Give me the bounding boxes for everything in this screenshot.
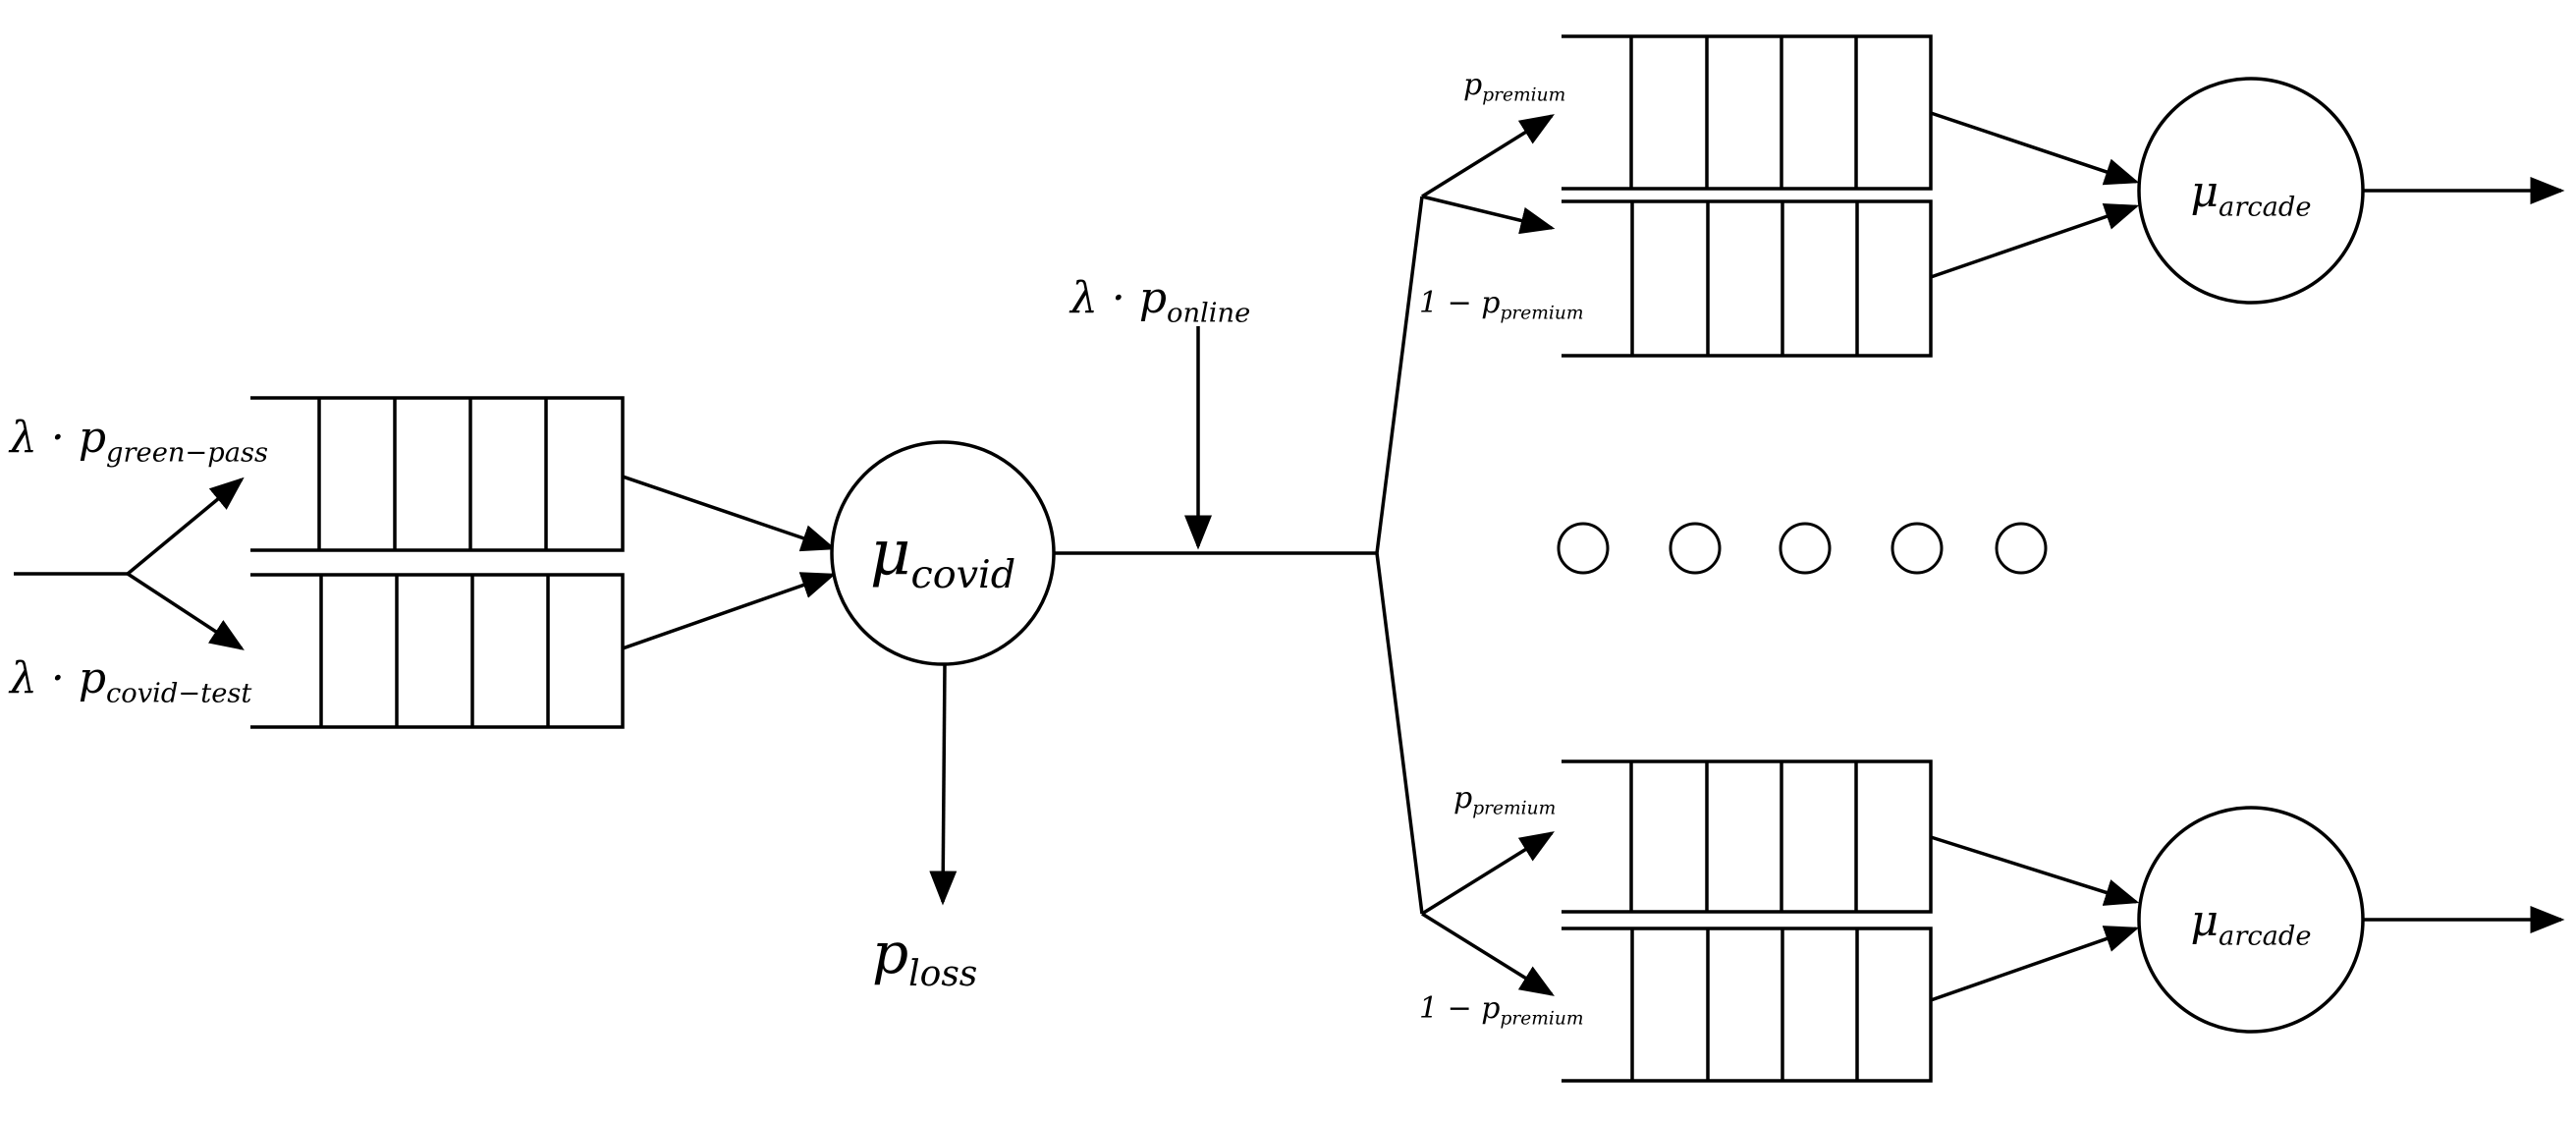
ellipsis-dot [1779,522,1832,575]
branch-top [1375,196,1424,554]
subscript: online [1167,299,1250,329]
subscript: covid [910,552,1015,597]
queue-top-premium [1562,34,1933,191]
subscript: arcade [2219,922,2312,952]
queue-covid-test [250,573,625,729]
subscript: premium [1501,1009,1584,1030]
label-bottom-premium: ppremium [1453,781,1556,819]
arrival-split [14,477,245,650]
arrow-bottom-premium-to-arcade [1930,835,2140,906]
arrow-covid-test-to-covid [622,572,837,650]
subscript: loss [908,954,977,994]
label-top-premium: ppremium [1463,68,1565,106]
label-loss: ploss [872,920,977,994]
label-online: λ · ponline [1069,273,1250,329]
arrow-bottom-premium [1421,831,1555,916]
arrow-top-standard-to-arcade [1930,203,2140,279]
arrow-top-not-premium [1421,195,1556,235]
subscript: premium [1501,304,1584,324]
ellipsis-dot [1557,522,1610,575]
queue-bottom-standard [1562,927,1933,1083]
arrow-loss [929,663,958,906]
queue-bottom-premium [1562,759,1933,914]
server-arcade-bottom [2137,806,2365,1034]
arrow-to-covid-test-queue [127,572,245,650]
label-bottom-not-premium: 1 − ppremium [1419,991,1583,1030]
arrow-top-premium [1421,114,1555,198]
branch-bottom [1375,552,1424,915]
ellipsis-dots [1557,522,2048,575]
server-covid-label: μcovid [870,517,1015,597]
arrow-bottom-standard-to-arcade [1930,926,2140,1002]
ellipsis-dot [1891,522,1944,575]
ellipsis-dot [1669,522,1722,575]
subscript: green−pass [106,438,268,469]
arrow-bottom-not-premium [1421,912,1555,996]
queue-top-standard [1562,199,1933,358]
subscript: premium [1472,799,1556,819]
subscript: premium [1482,85,1565,106]
label-top-not-premium: 1 − ppremium [1419,286,1583,324]
queue-green-pass [250,396,625,552]
server-arcade-bottom-label: μarcade [2190,896,2311,952]
label-covid-test: λ · pcovid−test [8,653,252,709]
ellipsis-dot [1995,522,2048,575]
subscript: covid−test [106,679,252,709]
subscript: arcade [2219,193,2312,223]
label-green-pass: λ · pgreen−pass [8,413,268,469]
arrow-top-premium-to-arcade [1930,111,2140,186]
server-arcade-top [2137,77,2365,305]
server-arcade-top-label: μarcade [2190,167,2311,223]
arrow-green-pass-to-covid [622,475,837,552]
arrow-to-green-pass-queue [126,477,245,576]
